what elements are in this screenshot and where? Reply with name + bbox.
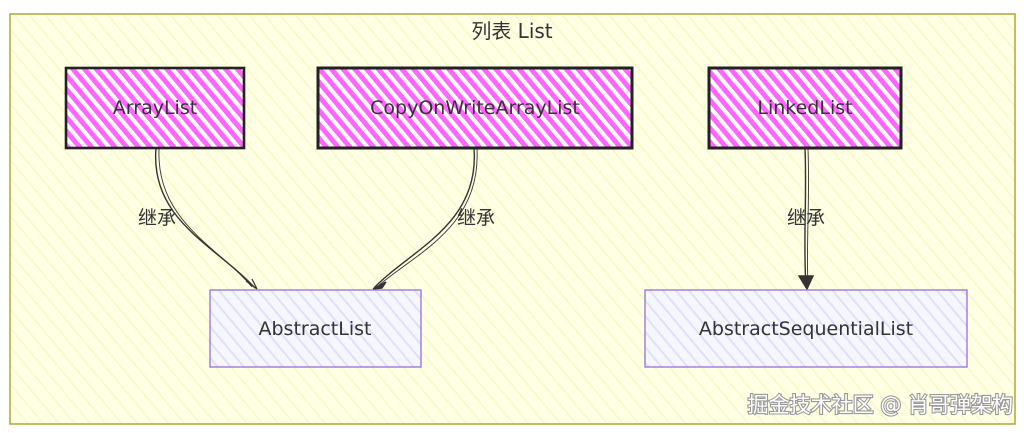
node-arraylist[interactable]: ArrayList [64, 66, 246, 150]
edge-label: 继承 [457, 207, 495, 229]
node-label: AbstractSequentialList [699, 318, 913, 340]
watermark: 掘金技术社区 @ 肖哥弹架构 [748, 393, 1013, 417]
edge-labels: 继承 继承 继承 [138, 207, 825, 229]
group-title: 列表 List [471, 19, 552, 43]
node-label: ArrayList [113, 97, 197, 119]
edges [155, 147, 815, 291]
edge-label: 继承 [138, 207, 176, 229]
node-label: CopyOnWriteArrayList [370, 97, 580, 119]
node-label: LinkedList [757, 97, 852, 119]
node-copyonwritearraylist[interactable]: CopyOnWriteArrayList [316, 66, 634, 150]
edge-linkedlist-to-abstractseq[interactable] [797, 147, 815, 291]
node-linkedlist[interactable]: LinkedList [707, 66, 903, 150]
node-abstractsequentiallist[interactable]: AbstractSequentialList [644, 289, 968, 368]
node-label: AbstractList [259, 318, 372, 340]
edge-arraylist-to-abstractlist[interactable] [155, 147, 258, 290]
node-abstractlist[interactable]: AbstractList [209, 289, 422, 368]
edge-label: 继承 [787, 207, 825, 229]
edge-cow-to-abstractlist[interactable] [372, 147, 478, 290]
